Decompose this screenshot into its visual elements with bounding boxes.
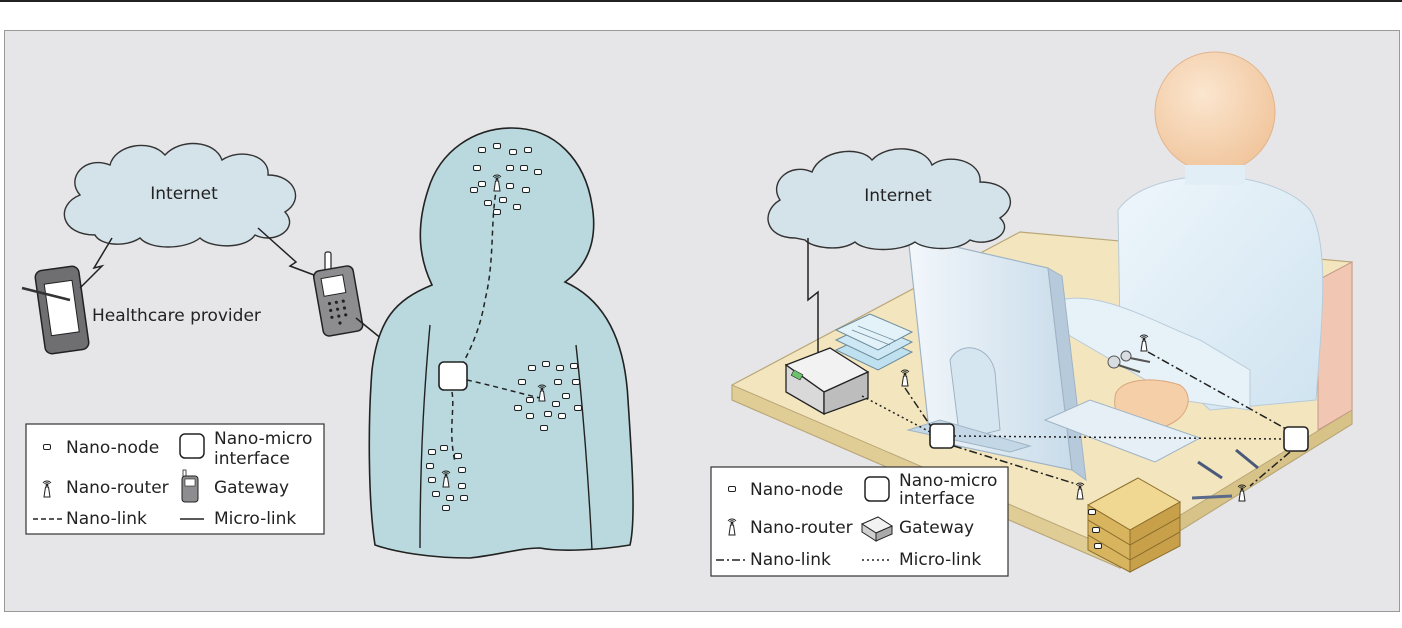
nano-micro-interface-desk-2 (1284, 427, 1308, 451)
legend-right-interface-line2: interface (899, 489, 975, 509)
legend-left-micro-link: Micro-link (214, 509, 296, 529)
internet-label-right: Internet (864, 186, 932, 206)
healthcare-provider-label: Healthcare provider (92, 306, 261, 326)
legend-right-nano-node: Nano-node (750, 480, 843, 500)
legend-left-nano-node: Nano-node (66, 438, 159, 458)
micro-link-cloud-tablet (80, 238, 112, 288)
legend-right-nano-link: Nano-link (750, 550, 831, 570)
legend-right-gateway: Gateway (899, 518, 974, 538)
internet-label-left: Internet (150, 184, 218, 204)
nano-micro-interface-desk-1 (930, 424, 954, 448)
human-body-silhouette (369, 128, 633, 558)
gateway-phone-icon (313, 252, 364, 337)
legend-left-interface-line1: Nano-micro (214, 429, 312, 449)
legend-left-nano-router: Nano-router (66, 478, 169, 498)
legend-left-gateway: Gateway (214, 478, 289, 498)
tablet-icon (22, 265, 90, 354)
legend-right-micro-link: Micro-link (899, 550, 981, 570)
legend-left: Nano-node Nano-micro interface Nano-rout… (26, 424, 324, 534)
legend-right-nano-router: Nano-router (750, 518, 853, 538)
legend-left-interface-line2: interface (214, 449, 290, 469)
legend-right-interface-line1: Nano-micro (899, 471, 997, 491)
legend-right: Nano-node Nano-micro interface Nano-rout… (711, 467, 1008, 576)
legend-left-nano-link: Nano-link (66, 509, 147, 529)
nano-micro-interface-left (439, 362, 467, 390)
